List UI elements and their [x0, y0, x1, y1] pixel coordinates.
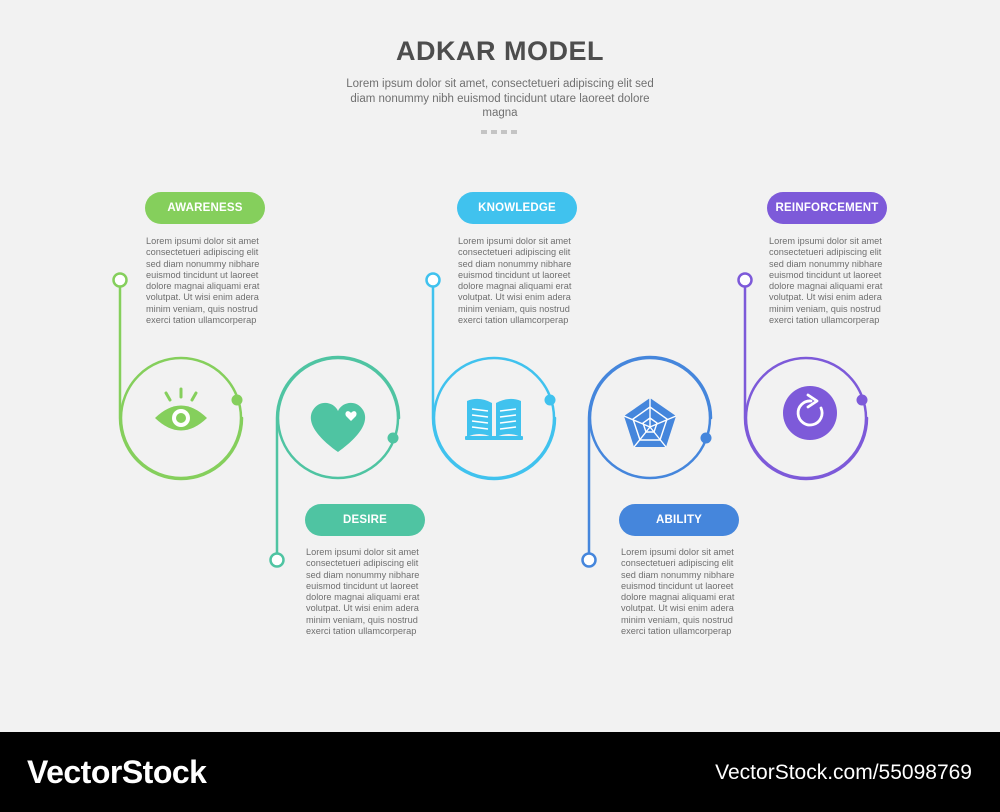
- ability-end-dot: [700, 432, 712, 444]
- book-icon: [465, 398, 523, 440]
- knowledge-description: Lorem ipsumi dolor sit amet consectetuer…: [458, 236, 572, 326]
- reinforcement-connector: [743, 285, 869, 481]
- step-connectors: [112, 272, 869, 568]
- brand-logo: VectorStock: [27, 754, 207, 790]
- footer-bar: VectorStock VectorStock.com/55098769: [0, 732, 1000, 812]
- knowledge-start-ring: [425, 272, 441, 288]
- ability-connector: [587, 355, 713, 555]
- desire-label: DESIRE: [305, 504, 425, 536]
- infographic-canvas: ADKAR MODEL Lorem ipsum dolor sit amet, …: [112, 36, 887, 637]
- awareness-start-ring: [112, 272, 128, 288]
- awareness-description: Lorem ipsumi dolor sit amet consectetuer…: [146, 236, 260, 326]
- divider-dots: [481, 130, 517, 134]
- desire-description: Lorem ipsumi dolor sit amet consectetuer…: [306, 547, 420, 637]
- reinforcement-description: Lorem ipsumi dolor sit amet consectetuer…: [769, 236, 883, 326]
- ability-label: ABILITY: [619, 504, 739, 536]
- endpoints: [112, 272, 868, 568]
- desire-start-ring: [269, 552, 285, 568]
- ability-start-ring: [581, 552, 597, 568]
- knowledge-end-dot: [544, 394, 556, 406]
- ability-description: Lorem ipsumi dolor sit amet consectetuer…: [621, 547, 735, 637]
- page-subtitle: Lorem ipsum dolor sit amet, consectetuer…: [346, 78, 654, 119]
- footer-url: VectorStock.com/55098769: [715, 761, 972, 784]
- awareness-label: AWARENESS: [145, 192, 265, 224]
- reinforcement-end-dot: [856, 394, 868, 406]
- reinforcement-start-ring: [737, 272, 753, 288]
- awareness-end-dot: [231, 394, 243, 406]
- heart-icon: [310, 402, 366, 452]
- page-title: ADKAR MODEL: [396, 36, 604, 66]
- eye-icon: [155, 387, 207, 431]
- awareness-connector: [118, 285, 244, 481]
- knowledge-connector: [431, 285, 557, 481]
- pentagon-web-icon: [623, 398, 677, 448]
- refresh-icon: [783, 386, 837, 440]
- reinforcement-label: REINFORCEMENT: [767, 192, 887, 224]
- knowledge-label: KNOWLEDGE: [457, 192, 577, 224]
- desire-end-dot: [387, 432, 399, 444]
- desire-connector: [275, 355, 401, 555]
